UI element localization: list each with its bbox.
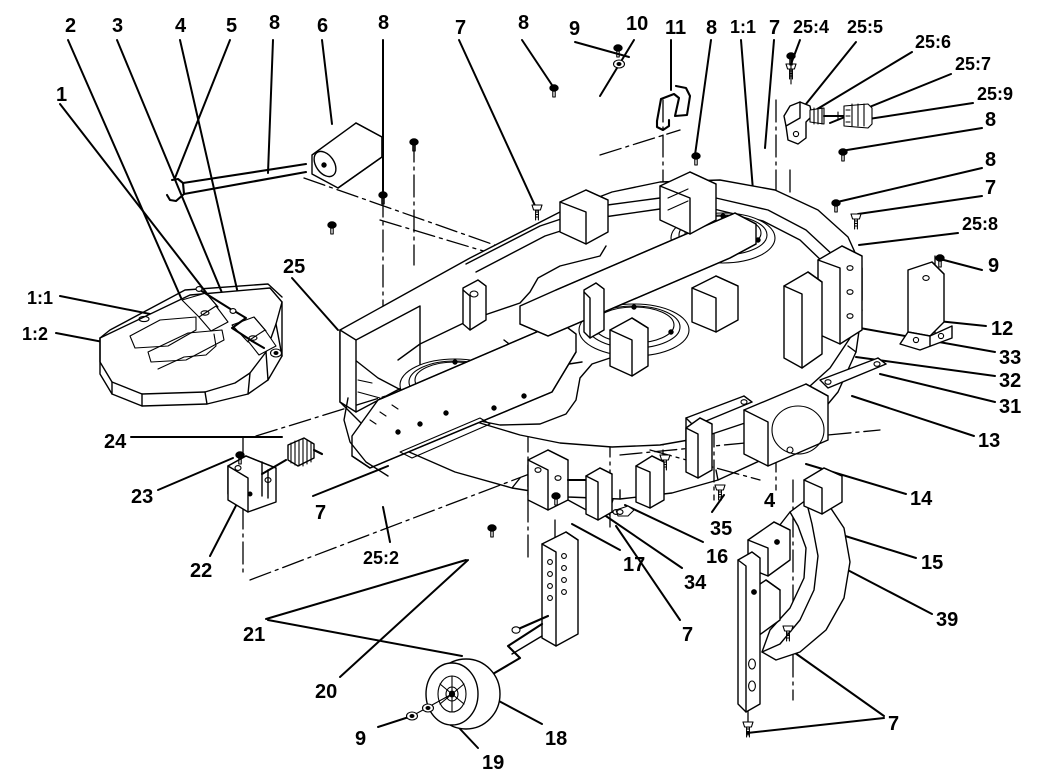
deck-rib-e — [609, 317, 649, 377]
part-wire-bracket — [655, 84, 692, 132]
deck-bracket-c — [559, 189, 609, 245]
callout-25-7: 25:7 — [955, 54, 992, 74]
callout-25-2: 25:2 — [363, 548, 400, 568]
callout-2: 2 — [65, 15, 77, 37]
callout-13: 13 — [978, 430, 1001, 452]
deck-bracket-b — [583, 282, 605, 339]
part-discharge-chute — [737, 467, 851, 738]
part-misc-hardware-lower — [487, 492, 635, 538]
callout-20: 20 — [315, 681, 338, 703]
callout-8: 8 — [985, 149, 997, 171]
part-support-rod — [195, 286, 266, 350]
callout-3: 3 — [112, 15, 124, 37]
callout-1-1: 1:1 — [730, 17, 757, 37]
callout-15: 15 — [921, 552, 944, 574]
callout-16: 16 — [706, 546, 729, 568]
callout-9: 9 — [355, 728, 367, 750]
deck-bracket-d — [659, 171, 717, 235]
callout-31: 31 — [999, 396, 1022, 418]
callout-32: 32 — [999, 370, 1022, 392]
callout-8: 8 — [985, 109, 997, 131]
callout-12: 12 — [991, 318, 1014, 340]
callout-8: 8 — [518, 12, 530, 34]
part-plate-14 — [743, 383, 829, 467]
callout-7: 7 — [985, 177, 997, 199]
part-caster-assembly — [405, 531, 579, 730]
deck-rear-stampings — [585, 417, 713, 521]
callout-18: 18 — [545, 728, 568, 750]
callout-7: 7 — [455, 17, 467, 39]
callout-14: 14 — [910, 488, 933, 510]
callout-25-4: 25:4 — [793, 17, 830, 37]
callout-9: 9 — [988, 255, 1000, 277]
part-hardware-25-4 — [786, 52, 796, 85]
part-deck-cover — [99, 283, 283, 407]
callout-17: 17 — [623, 554, 646, 576]
deck-bracket-a — [462, 279, 487, 331]
callout-25-9: 25:9 — [977, 84, 1014, 104]
part-cover-fastener — [269, 348, 283, 358]
part-electrical-connector — [783, 101, 873, 145]
callout-25-5: 25:5 — [847, 17, 884, 37]
callout-25-6: 25:6 — [915, 32, 952, 52]
callout-1: 1 — [56, 84, 68, 106]
callout-7: 7 — [888, 713, 900, 735]
callout-33: 33 — [999, 347, 1022, 369]
part-spring-bracket — [227, 451, 277, 513]
callout-6: 6 — [317, 15, 329, 37]
callout-25-8: 25:8 — [962, 214, 999, 234]
callout-7: 7 — [769, 17, 781, 39]
callout-11: 11 — [665, 17, 687, 39]
mower-deck-housing — [339, 171, 863, 500]
callout-5: 5 — [226, 15, 238, 37]
callout-25: 25 — [283, 256, 306, 278]
callout-19: 19 — [482, 752, 505, 774]
deck-right-uprights — [783, 245, 863, 369]
callout-8: 8 — [378, 12, 390, 34]
callout-34: 34 — [684, 572, 707, 594]
part-spring — [260, 437, 324, 476]
leader-lines-top — [55, 39, 983, 371]
callout-23: 23 — [131, 486, 154, 508]
callout-1-1: 1:1 — [27, 288, 54, 308]
callout-9: 9 — [569, 18, 581, 40]
callout-21: 21 — [243, 624, 266, 646]
part-canister — [311, 122, 383, 189]
part-l-rod — [165, 162, 308, 203]
callout-7: 7 — [682, 624, 694, 646]
callout-8: 8 — [706, 17, 718, 39]
callout-39: 39 — [936, 609, 959, 631]
callout-8: 8 — [269, 12, 281, 34]
part-strap-bar-31 — [819, 357, 887, 389]
part-washer-top — [612, 44, 626, 69]
callout-22: 22 — [190, 560, 213, 582]
callout-35: 35 — [710, 518, 733, 540]
callout-7: 7 — [315, 502, 327, 524]
callout-24: 24 — [104, 431, 127, 453]
part-corner-bracket — [899, 261, 953, 351]
callout-1-2: 1:2 — [22, 324, 49, 344]
callout-4: 4 — [764, 490, 776, 512]
callout-10: 10 — [626, 13, 649, 35]
deck-rib-f — [691, 275, 739, 333]
callout-4: 4 — [175, 15, 187, 37]
